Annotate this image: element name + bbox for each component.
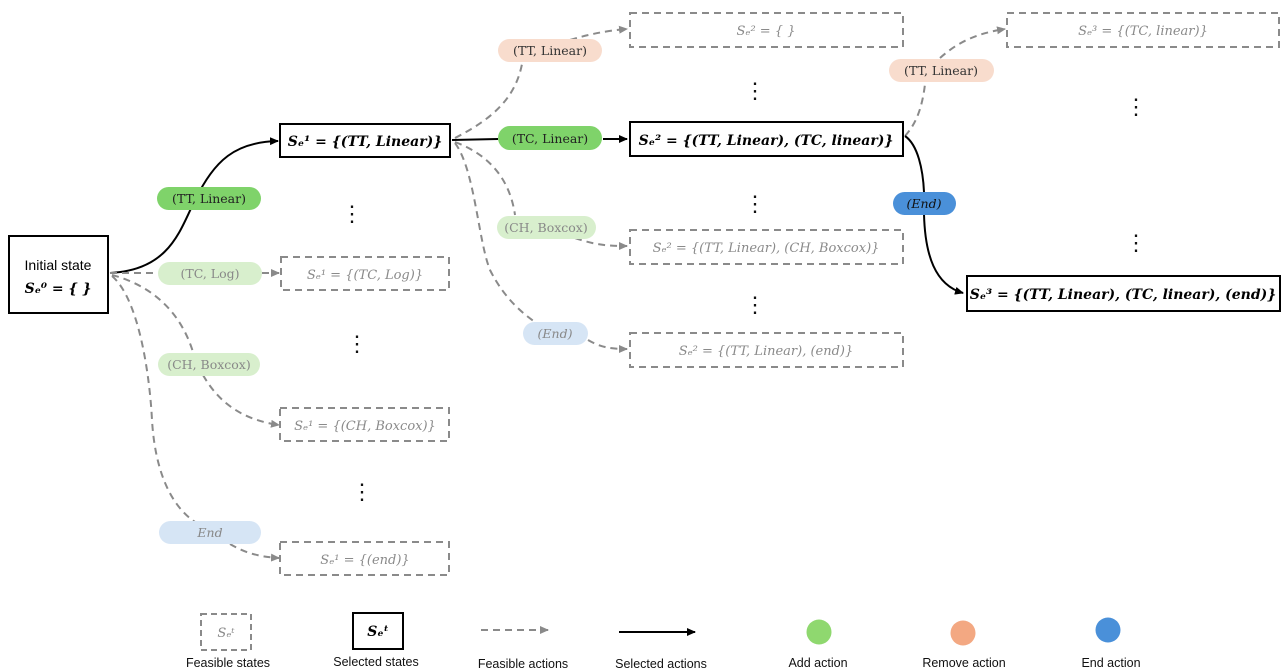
action-pill-l1-feasible-2[interactable]: End: [159, 521, 261, 544]
initial-state-formula: Sₑ⁰ = { }: [25, 281, 92, 297]
legend-label: Feasible states: [186, 656, 270, 670]
legend-item-end-action: End action: [1081, 617, 1141, 670]
legend-label: Add action: [788, 656, 847, 670]
state-s2-feasible-2[interactable]: Sₑ² = {(TT, Linear), (end)}: [629, 332, 904, 368]
action-pill-l2-feasible-0[interactable]: (TT, Linear): [498, 39, 602, 62]
legend-item-add-action: Add action: [788, 619, 848, 670]
feasible-edge-end-to-s2: [587, 339, 628, 353]
legend-label: End action: [1081, 656, 1140, 670]
action-pill-l2-selected[interactable]: (TC, Linear): [498, 126, 602, 150]
legend-label: Remove action: [922, 656, 1005, 670]
action-pill-l1-selected[interactable]: (TT, Linear): [157, 187, 261, 210]
state-s2-feasible-1[interactable]: Sₑ² = {(TT, Linear), (CH, Boxcox)}: [629, 229, 904, 265]
feasible-edge-init-to-chboxcox: [111, 274, 194, 353]
feasible-edge-s2-to-ttlinear-remove: [904, 83, 926, 137]
state-label: Sₑ¹ = {(end)}: [320, 553, 409, 568]
state-label: Sₑ² = { }: [737, 24, 796, 39]
legend-item-selected-states: Sₑᵗ Selected states: [333, 612, 419, 669]
selected-edge-s2-to-end: [904, 135, 925, 193]
legend-symbol: Sₑᵗ: [217, 626, 235, 641]
action-pill-label: (CH, Boxcox): [504, 220, 588, 235]
feasible-edge-s1-to-chboxcox: [454, 141, 516, 216]
state-label: Sₑ³ = {(TT, Linear), (TC, linear), (end)…: [970, 287, 1277, 303]
ellipsis-l2-a: ⋮: [744, 79, 766, 104]
ellipsis-l1-b: ⋮: [346, 332, 368, 357]
action-pill-label: (End): [538, 326, 573, 341]
action-pill-label: (TT, Linear): [172, 191, 246, 206]
state-label: Sₑ¹ = {(TC, Log)}: [307, 268, 423, 283]
orange-circle-icon: [950, 620, 976, 646]
blue-circle-icon: [1095, 617, 1121, 643]
state-s1-feasible-1[interactable]: Sₑ¹ = {(CH, Boxcox)}: [279, 407, 450, 442]
feasible-edge-ttlinear-to-s3: [939, 26, 1006, 59]
state-s2-feasible-0[interactable]: Sₑ² = { }: [629, 12, 904, 48]
action-pill-label: End: [196, 525, 222, 540]
action-pill-l3-selected[interactable]: (End): [893, 192, 956, 215]
action-pill-label: (End): [907, 196, 942, 211]
state-label: Sₑ² = {(TT, Linear), (end)}: [679, 344, 854, 359]
state-label: Sₑ¹ = {(CH, Boxcox)}: [294, 419, 436, 434]
initial-state-title: Initial state: [25, 257, 92, 273]
legend-label: Feasible actions: [478, 657, 568, 671]
feasible-edge-ttlinear-to-s2empty: [569, 25, 628, 41]
selected-edge-s1-to-tclinear: [451, 138, 499, 141]
feasible-edge-init-to-end: [111, 275, 196, 523]
legend-item-remove-action: Remove action: [922, 620, 1006, 670]
feasible-edge-chboxcox-to-state: [202, 374, 280, 428]
state-label: Sₑ² = {(TT, Linear), (TC, linear)}: [639, 133, 894, 149]
feasible-edge-s1-to-ttlinear-remove: [454, 63, 523, 139]
legend-item-selected-actions: Selected actions: [615, 628, 707, 671]
legend-item-feasible-states: Sₑᵗ Feasible states: [186, 613, 270, 670]
action-pill-l2-feasible-2[interactable]: (End): [523, 322, 588, 345]
action-pill-l3-feasible-0[interactable]: (TT, Linear): [889, 59, 994, 82]
state-label: Sₑ² = {(TT, Linear), (CH, Boxcox)}: [653, 241, 880, 256]
ellipsis-l1-a: ⋮: [341, 202, 363, 227]
action-pill-label: (TT, Linear): [904, 63, 978, 78]
action-pill-label: (TC, Log): [181, 266, 240, 281]
action-pill-l2-feasible-1[interactable]: (CH, Boxcox): [497, 216, 596, 239]
state-s3-selected[interactable]: Sₑ³ = {(TT, Linear), (TC, linear), (end)…: [966, 275, 1281, 312]
ellipsis-l2-b: ⋮: [744, 192, 766, 217]
green-circle-icon: [806, 619, 832, 645]
legend-item-feasible-actions: Feasible actions: [478, 626, 568, 671]
legend: Sₑᵗ Feasible states Sₑᵗ Selected states …: [186, 612, 1141, 671]
ellipsis-l2-c: ⋮: [744, 293, 766, 318]
action-pill-l1-feasible-1[interactable]: (CH, Boxcox): [158, 353, 260, 376]
selected-edge-end-to-s3: [923, 213, 964, 295]
action-pill-l1-feasible-0[interactable]: (TC, Log): [158, 262, 262, 285]
legend-symbol: Sₑᵗ: [367, 624, 389, 640]
legend-label: Selected states: [333, 655, 418, 669]
state-s1-selected[interactable]: Sₑ¹ = {(TT, Linear)}: [279, 123, 451, 158]
initial-state-node: Initial state Sₑ⁰ = { }: [8, 235, 109, 314]
feasible-edge-chboxcox-to-s2: [574, 237, 628, 250]
action-pill-label: (CH, Boxcox): [167, 357, 251, 372]
legend-label: Selected actions: [615, 657, 707, 671]
feasible-edge-s1-to-end: [454, 142, 536, 323]
state-s2-selected[interactable]: Sₑ² = {(TT, Linear), (TC, linear)}: [629, 121, 904, 157]
ellipsis-l3-a: ⋮: [1125, 95, 1147, 120]
feasible-edge-end-to-state: [229, 543, 280, 562]
action-pill-label: (TC, Linear): [512, 131, 588, 146]
ellipsis-l1-c: ⋮: [351, 480, 373, 505]
state-s1-feasible-2[interactable]: Sₑ¹ = {(end)}: [279, 541, 450, 576]
ellipsis-l3-b: ⋮: [1125, 231, 1147, 256]
state-s3-feasible-0[interactable]: Sₑ³ = {(TC, linear)}: [1006, 12, 1280, 48]
state-s1-feasible-0[interactable]: Sₑ¹ = {(TC, Log)}: [280, 256, 450, 291]
state-label: Sₑ¹ = {(TT, Linear)}: [288, 134, 442, 150]
state-label: Sₑ³ = {(TC, linear)}: [1078, 24, 1208, 39]
action-pill-label: (TT, Linear): [513, 43, 587, 58]
